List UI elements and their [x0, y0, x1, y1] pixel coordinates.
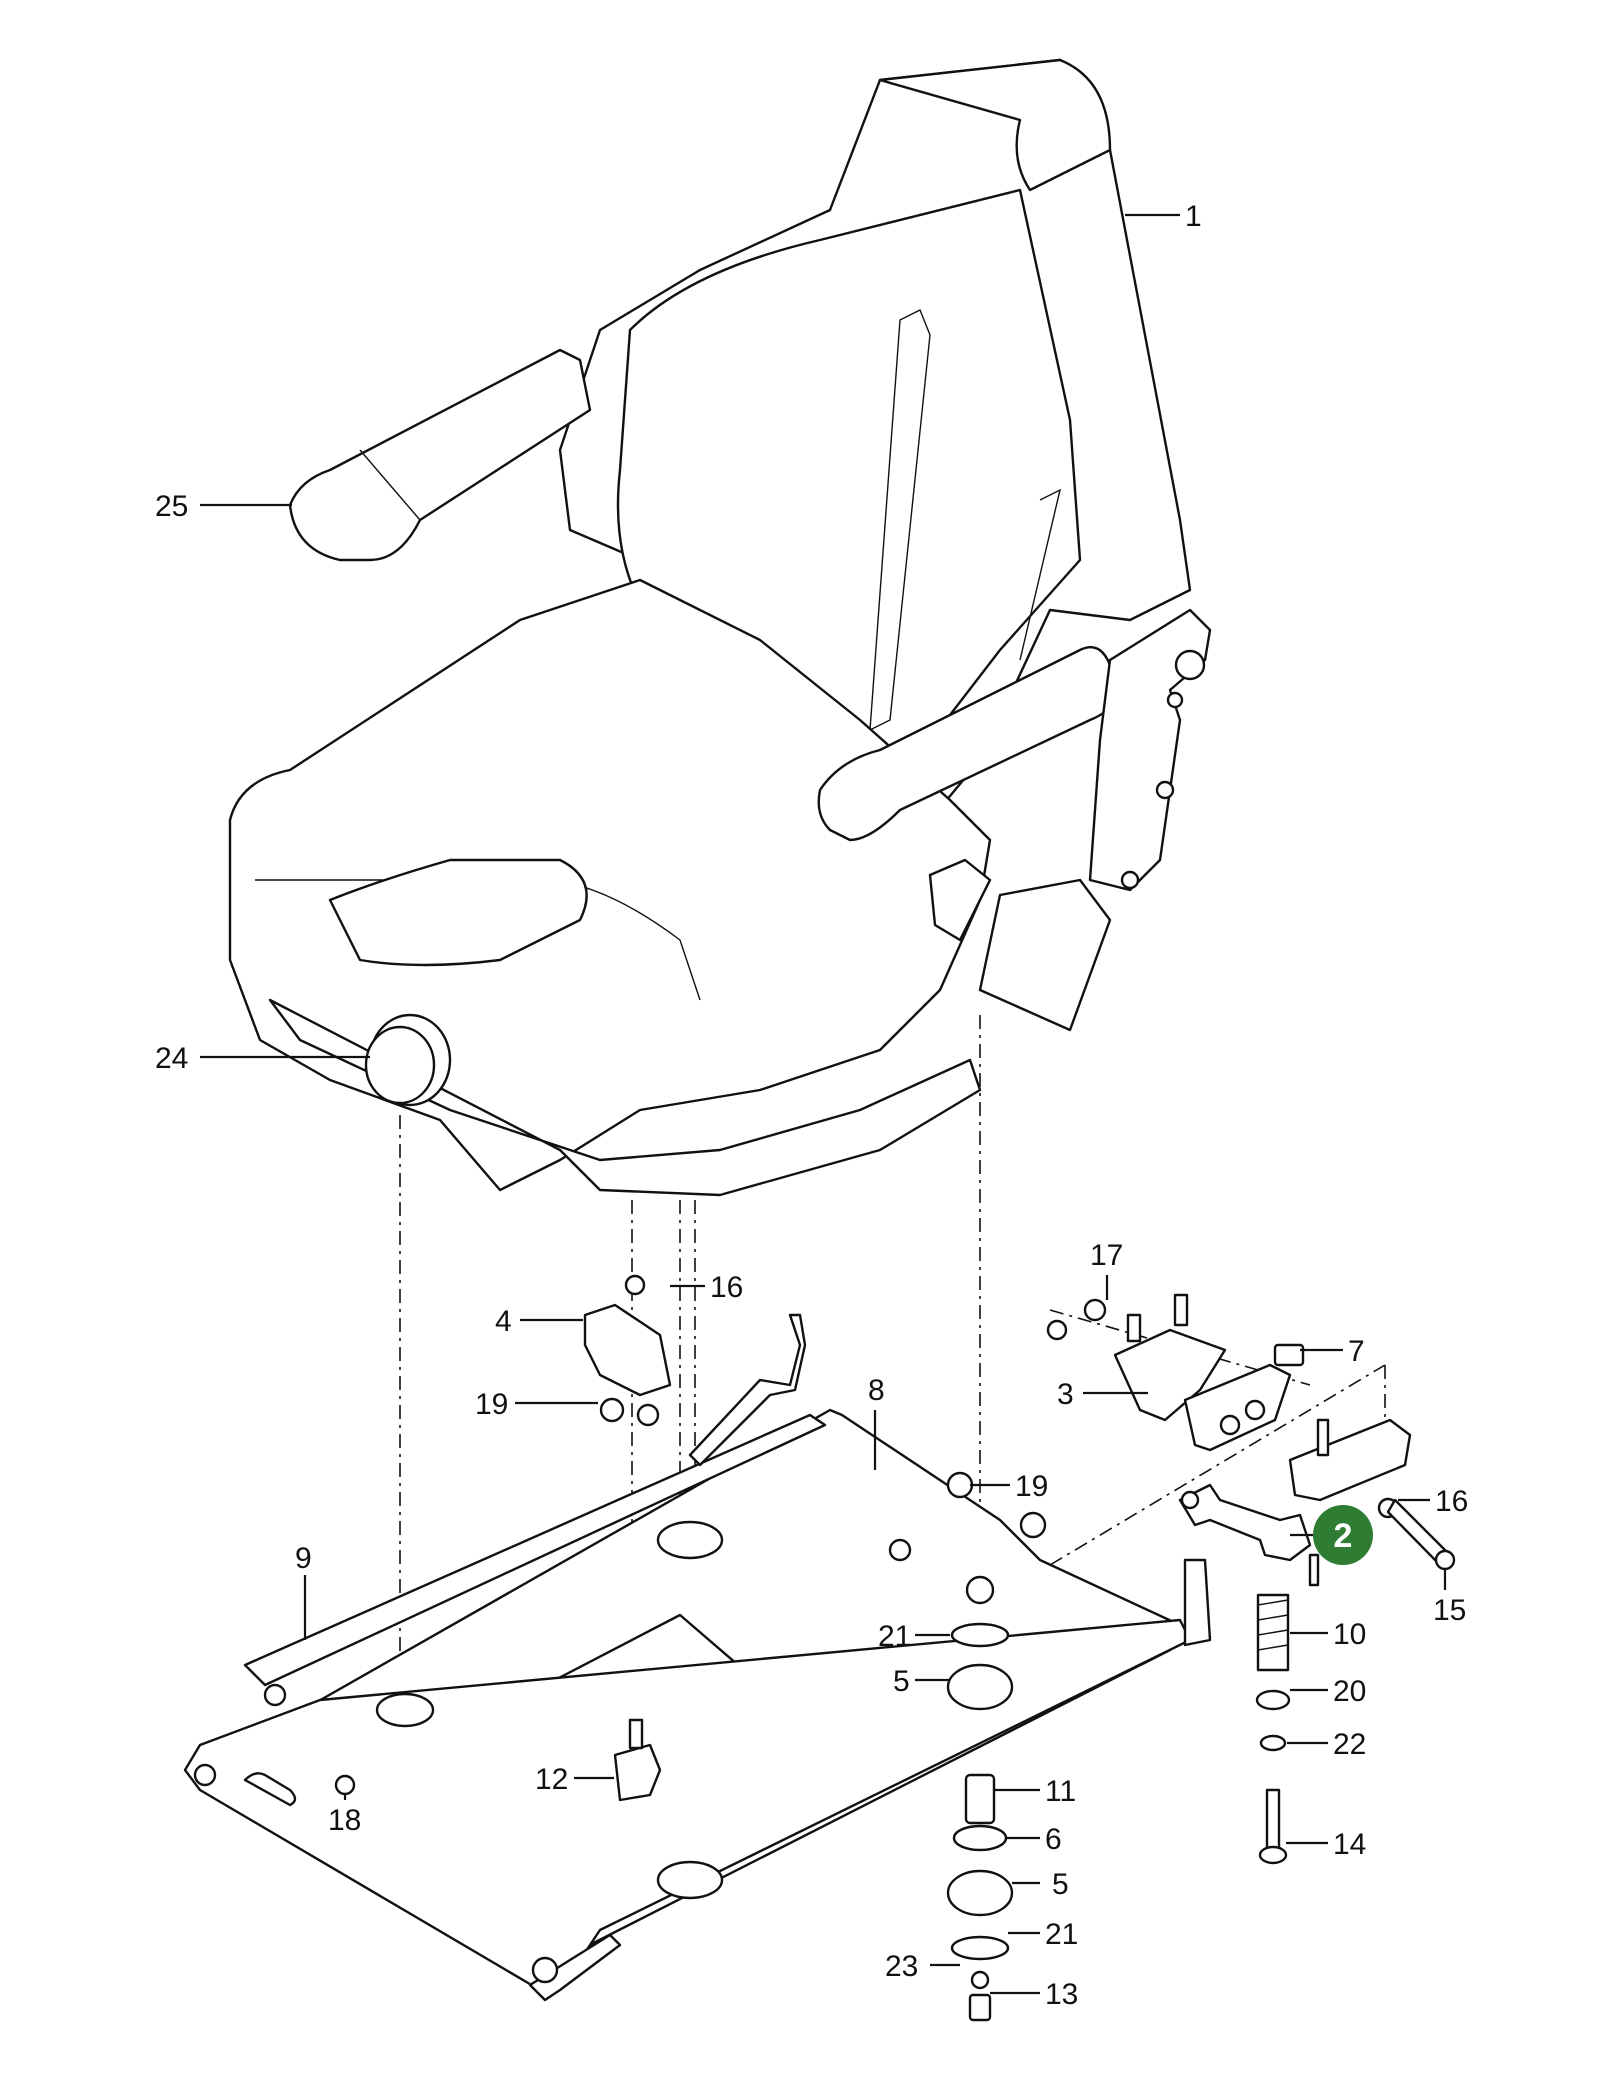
callout-3: 3 [1057, 1378, 1074, 1411]
callout-19-left: 19 [475, 1388, 508, 1421]
callout-6: 6 [1045, 1823, 1062, 1856]
latch-assembly [1046, 1293, 1412, 1519]
callout-19-right: 19 [1015, 1470, 1048, 1503]
callout-10: 10 [1333, 1618, 1366, 1651]
callout-2: 2 [1334, 1517, 1353, 1555]
callout-1: 1 [1185, 200, 1202, 233]
callout-25: 25 [155, 490, 188, 523]
base-plate-and-rails [183, 1408, 1192, 2002]
callout-14: 14 [1333, 1828, 1366, 1861]
highlight-circle [1313, 1505, 1373, 1565]
leader-lines [200, 213, 1447, 1995]
callout-8: 8 [868, 1374, 885, 1407]
callout-7: 7 [1348, 1335, 1365, 1368]
hardware-center-column [946, 1575, 1014, 2022]
adjuster-assembly [1178, 1483, 1456, 1865]
bracket-and-switch [583, 1274, 807, 1802]
callout-23: 23 [885, 1950, 918, 1983]
callout-16-right: 16 [1435, 1485, 1468, 1518]
callout-12: 12 [535, 1763, 568, 1796]
callout-16-top: 16 [710, 1271, 743, 1304]
callout-17: 17 [1090, 1239, 1123, 1272]
callout-4: 4 [495, 1305, 512, 1338]
callout-24: 24 [155, 1042, 188, 1075]
callout-20: 20 [1333, 1675, 1366, 1708]
callout-5-lower: 5 [1052, 1868, 1069, 1901]
seat-assembly [228, 58, 1212, 1197]
callout-18: 18 [328, 1804, 361, 1837]
callout-5-upper: 5 [893, 1665, 910, 1698]
callout-11: 11 [1045, 1775, 1076, 1808]
callout-labels: 1 25 24 17 16 4 7 3 8 19 19 16 9 15 21 1… [155, 200, 1468, 2011]
highlighted-callout-2: 2 [1313, 1505, 1373, 1565]
callout-13: 13 [1045, 1978, 1078, 2011]
callout-9: 9 [295, 1542, 312, 1575]
callout-15: 15 [1433, 1594, 1466, 1627]
callout-22: 22 [1333, 1728, 1366, 1761]
callout-21-upper: 21 [878, 1620, 911, 1653]
callout-21-lower: 21 [1045, 1918, 1078, 1951]
